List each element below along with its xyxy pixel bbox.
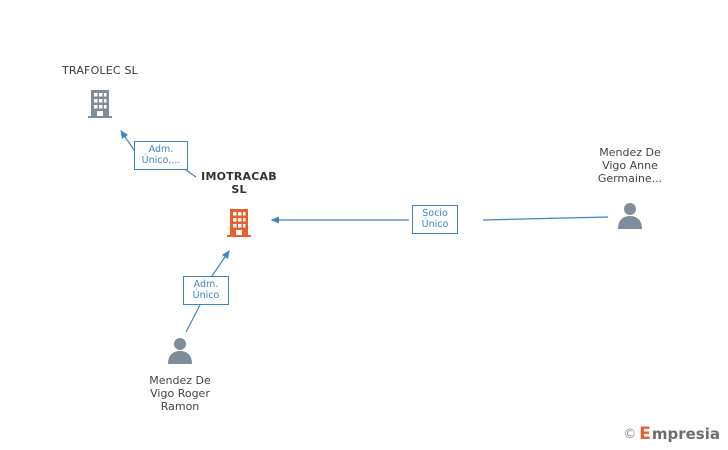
copyright-symbol: © (623, 426, 637, 442)
edge-label-imotracab-trafolec[interactable]: Adm. Único,... (134, 141, 188, 170)
node-label-imotracab: IMOTRACAB SL (201, 170, 277, 196)
edge-arrow-roger-imotracab (211, 250, 230, 277)
node-label-anne: Mendez De Vigo Anne Germaine... (597, 146, 663, 185)
edge-label-anne-imotracab[interactable]: Socio Único (412, 205, 458, 234)
node-roger[interactable] (166, 336, 194, 364)
edge-label-roger-imotracab[interactable]: Adm. Único (183, 276, 229, 305)
person-icon (618, 203, 642, 229)
node-anne[interactable] (616, 201, 644, 229)
brand-initial: E (639, 424, 651, 444)
node-trafolec[interactable] (86, 88, 114, 118)
edge-path-roger-imotracab (185, 304, 201, 333)
node-imotracab[interactable] (225, 207, 253, 237)
building-icon (227, 209, 251, 237)
person-icon (168, 338, 192, 364)
node-label-roger: Mendez De Vigo Roger Ramon (149, 374, 211, 413)
node-label-trafolec: TRAFOLEC SL (62, 64, 138, 77)
building-icon (88, 90, 112, 118)
brand-name: mpresia (651, 425, 720, 443)
edge-path-anne-imotracab (482, 216, 609, 221)
